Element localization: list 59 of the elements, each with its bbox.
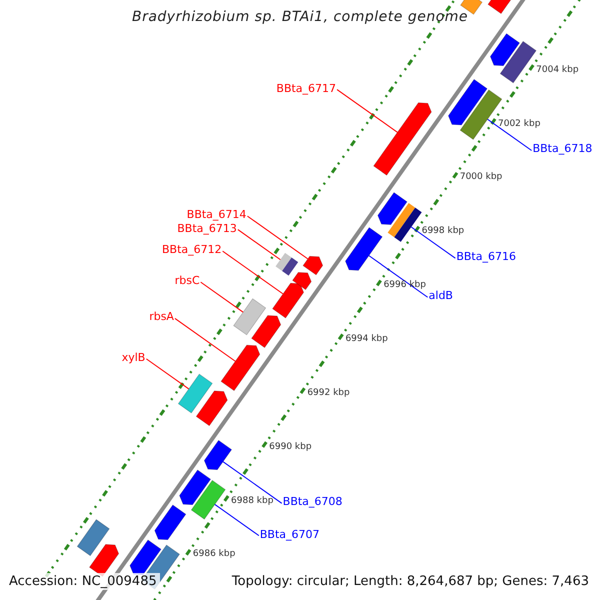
tick-label: 6990 kbp [269,442,312,453]
gene-block [204,440,232,470]
gene-block [302,256,324,276]
title: Bradyrhizobium sp. BTAi1, complete genome [130,8,470,26]
gene-block [220,344,260,392]
gene-label: xylB [122,350,146,364]
tick-label: 6986 kbp [192,549,236,560]
tick-label: 6996 kbp [384,280,426,292]
gene-block [377,192,408,225]
leader-line [146,358,190,390]
gene-label: aldB [428,289,453,302]
gene-label: BBta_6713 [177,222,237,235]
leader-line [214,504,260,536]
gene-block [196,390,228,426]
gene-label: BBta_6712 [162,243,222,256]
gene-block [448,79,488,126]
leader-line [336,89,398,133]
gene-block [272,282,304,318]
gene-block [345,227,383,271]
gene-block [178,374,213,414]
gene-block [276,252,298,276]
gene-block [460,0,483,15]
gene-block [190,480,226,520]
gene-label: BBta_6718 [532,142,592,156]
gene-label: BBta_6716 [456,250,516,264]
gene-label: rbsA [149,310,174,324]
gene-block [251,315,282,348]
gene-block [500,40,537,84]
gene-block [292,272,312,290]
leader-line [237,229,281,260]
leader-line [174,318,236,362]
gene-label: BBta_6708 [282,495,342,508]
gene-label: BBta_6717 [276,82,336,95]
leader-line [368,255,428,298]
gene-label: BBta_6707 [260,528,320,541]
gene-block [388,202,422,242]
gene-block [179,470,212,506]
leader-line [222,461,282,504]
leader-line [410,226,456,259]
gene-block [373,102,432,176]
gene-block [130,540,162,576]
gene-label: BBta_6714 [186,208,246,222]
gene-label: rbsC [174,274,200,288]
leader-line [222,250,284,294]
gene-block [154,504,186,540]
tick-label: 7002 kbp [498,118,540,130]
tick-label: 6994 kbp [345,334,388,345]
leader-line [246,216,308,260]
leader-line [200,282,244,313]
tick-label: 6988 kbp [231,496,274,507]
tick-label: 7000 kbp [460,172,502,184]
leader-line [487,118,532,151]
tick-label: 7004 kbp [536,64,579,76]
tick-label: 6992 kbp [307,388,350,399]
gene-block [233,298,266,336]
tick-label: 6998 kbp [422,226,464,238]
gene-block [490,33,520,66]
gene-block [76,519,110,556]
accession-text: Accession: NC_009485 [6,573,160,590]
